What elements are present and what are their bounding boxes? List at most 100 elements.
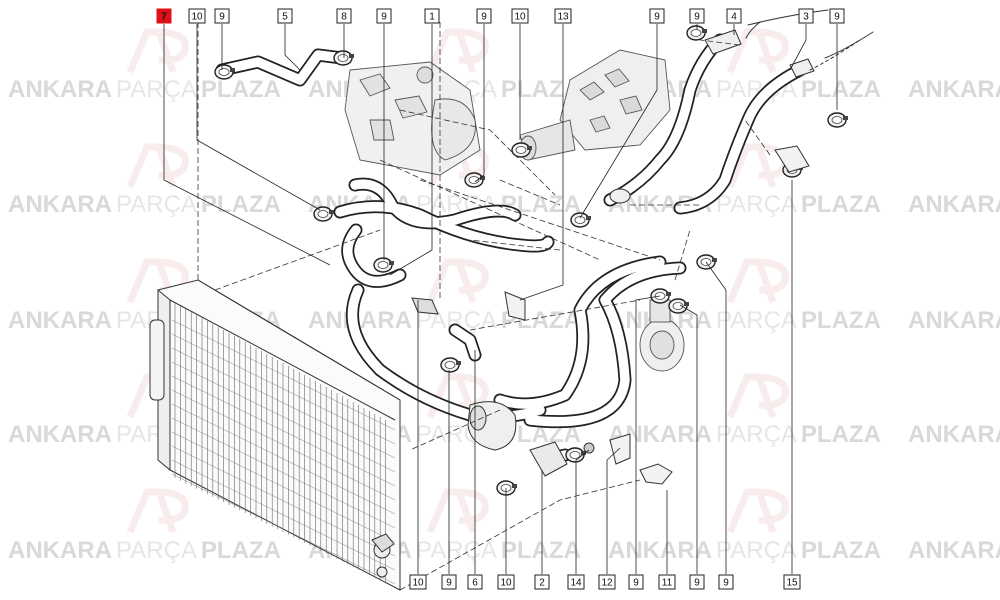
hose-clamp xyxy=(570,212,591,228)
hose-clamp xyxy=(686,25,707,41)
water-pump xyxy=(639,299,685,372)
callout-label: 8 xyxy=(341,12,347,23)
callout-label: 9 xyxy=(446,578,452,589)
hoses xyxy=(215,9,874,477)
callout-bottom-10: 10 xyxy=(409,574,427,590)
hose-clamp xyxy=(565,447,586,463)
hose-clamp xyxy=(214,64,235,80)
callout-bottom-9: 9 xyxy=(628,574,644,590)
callout-label: 10 xyxy=(514,12,526,23)
callout-label: 9 xyxy=(219,12,225,23)
callout-top-5: 5 xyxy=(277,8,293,24)
callout-label: 4 xyxy=(731,12,737,23)
callout-label: 9 xyxy=(633,578,639,589)
callout-top-10: 10 xyxy=(511,8,529,24)
hose-clamp xyxy=(668,298,689,314)
callout-label: 13 xyxy=(557,12,569,23)
hose-clamp xyxy=(440,357,461,373)
callout-top-4: 4 xyxy=(726,8,742,24)
callout-label: 9 xyxy=(654,12,660,23)
hose-clamp xyxy=(373,257,394,273)
hose-clamp xyxy=(313,206,334,222)
callout-label: 14 xyxy=(570,578,582,589)
callout-label: 9 xyxy=(834,12,840,23)
callout-label: 15 xyxy=(786,578,798,589)
watermark-logo xyxy=(126,143,189,189)
callout-bottom-14: 14 xyxy=(567,574,585,590)
brackets xyxy=(411,145,810,485)
callout-top-9: 9 xyxy=(214,8,230,24)
callout-bottom-11: 11 xyxy=(658,574,676,590)
callouts-top: 7 10 9 5 8 9 1 9 10 13 9 9 4 3 9 xyxy=(156,8,845,24)
callout-label: 10 xyxy=(412,578,424,589)
callout-label: 1 xyxy=(429,12,435,23)
callout-label: 9 xyxy=(723,578,729,589)
callout-label: 3 xyxy=(803,12,809,23)
watermark-logo xyxy=(426,488,489,534)
callout-bottom-9: 9 xyxy=(441,574,457,590)
watermark-logo xyxy=(426,28,489,74)
callout-bottom-9: 9 xyxy=(689,574,705,590)
engine-block xyxy=(519,49,671,161)
callout-bottom-10: 10 xyxy=(497,574,515,590)
callout-label: 5 xyxy=(282,12,288,23)
watermark-logo xyxy=(126,488,189,534)
watermark-logo xyxy=(726,258,789,304)
callout-label: 11 xyxy=(662,578,673,589)
callout-label: 9 xyxy=(481,12,487,23)
hose-clamp xyxy=(496,480,517,496)
callout-bottom-2: 2 xyxy=(534,574,550,590)
callout-top-9: 9 xyxy=(649,8,665,24)
watermark-logo xyxy=(426,258,489,304)
callouts-bottom: 10 9 6 10 2 14 12 9 11 9 9 15 xyxy=(409,574,801,590)
callout-top-8: 8 xyxy=(336,8,352,24)
callout-label: 10 xyxy=(500,578,512,589)
callout-top-7: 7 xyxy=(156,8,172,24)
callout-top-9: 9 xyxy=(376,8,392,24)
watermark-logo xyxy=(726,373,789,419)
callout-label: 10 xyxy=(191,12,203,23)
hose-clamp xyxy=(333,50,354,66)
watermark-logo xyxy=(726,28,789,74)
callout-top-9: 9 xyxy=(829,8,845,24)
callout-top-1: 1 xyxy=(424,8,440,24)
hose-clamp xyxy=(511,142,532,158)
callout-bottom-9: 9 xyxy=(718,574,734,590)
callout-bottom-12: 12 xyxy=(598,574,616,590)
gearbox-block xyxy=(344,61,481,176)
watermark-logo xyxy=(726,488,789,534)
callout-label: 12 xyxy=(601,578,613,589)
callout-label: 7 xyxy=(161,12,167,23)
callout-label: 9 xyxy=(694,12,700,23)
callout-top-9: 9 xyxy=(476,8,492,24)
callout-top-10: 10 xyxy=(188,8,206,24)
callout-label: 2 xyxy=(539,578,545,589)
hose-clamp xyxy=(827,112,848,128)
callout-bottom-15: 15 xyxy=(783,574,801,590)
callout-label: 9 xyxy=(694,578,700,589)
radiator xyxy=(149,279,401,591)
callout-top-9: 9 xyxy=(689,8,705,24)
callout-top-13: 13 xyxy=(554,8,572,24)
callout-label: 9 xyxy=(381,12,387,23)
hose-clamp xyxy=(696,254,717,270)
hose-clamp xyxy=(464,172,485,188)
callout-bottom-6: 6 xyxy=(467,574,483,590)
callout-top-3: 3 xyxy=(798,8,814,24)
callout-label: 6 xyxy=(472,578,478,589)
callout-leaders xyxy=(163,24,838,574)
watermark-logo xyxy=(126,28,189,74)
